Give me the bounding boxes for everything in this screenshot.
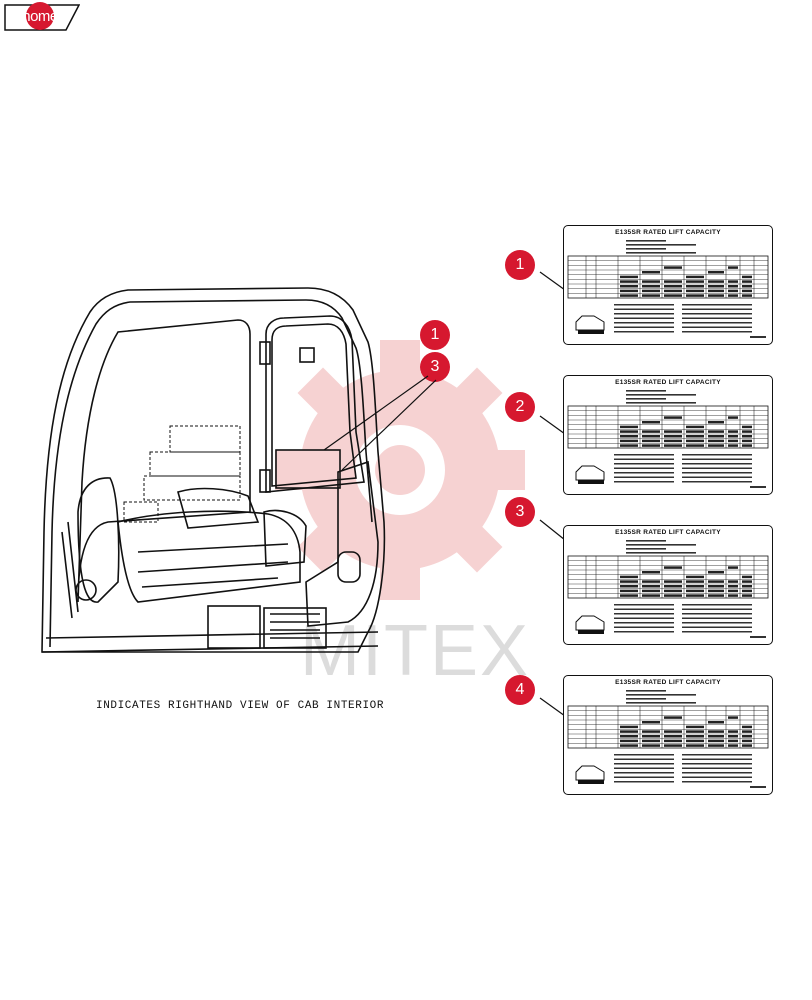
decal-3[interactable]: E135SR RATED LIFT CAPACITY (563, 525, 773, 645)
home-icon (26, 2, 54, 30)
decal-title: E135SR RATED LIFT CAPACITY (615, 679, 721, 686)
home-label: home (22, 8, 58, 25)
decal-callout-4[interactable]: 4 (505, 675, 535, 705)
decal-title: E135SR RATED LIFT CAPACITY (615, 529, 721, 536)
watermark-text: MITEX (300, 611, 531, 691)
decal-2[interactable]: E135SR RATED LIFT CAPACITY (563, 375, 773, 495)
cab-interior-diagram (41, 287, 386, 653)
decal-callout-1[interactable]: 1 (505, 250, 535, 280)
watermark-gear-icon (275, 340, 525, 600)
decal-title: E135SR RATED LIFT CAPACITY (615, 229, 721, 236)
decal-table-graphic (567, 540, 769, 638)
cab-callout-1[interactable]: 1 (420, 320, 450, 350)
decal-4[interactable]: E135SR RATED LIFT CAPACITY (563, 675, 773, 795)
decal-callout-3[interactable]: 3 (505, 497, 535, 527)
decal-callout-2[interactable]: 2 (505, 392, 535, 422)
home-button[interactable]: home (4, 2, 80, 31)
decal-table-graphic (567, 390, 769, 488)
cab-callout-3[interactable]: 3 (420, 352, 450, 382)
decal-title: E135SR RATED LIFT CAPACITY (615, 379, 721, 386)
diagram-caption: INDICATES RIGHTHAND VIEW OF CAB INTERIOR (96, 700, 385, 712)
decal-table-graphic (567, 690, 769, 788)
decal-table-graphic (567, 240, 769, 338)
decal-1[interactable]: E135SR RATED LIFT CAPACITY (563, 225, 773, 345)
